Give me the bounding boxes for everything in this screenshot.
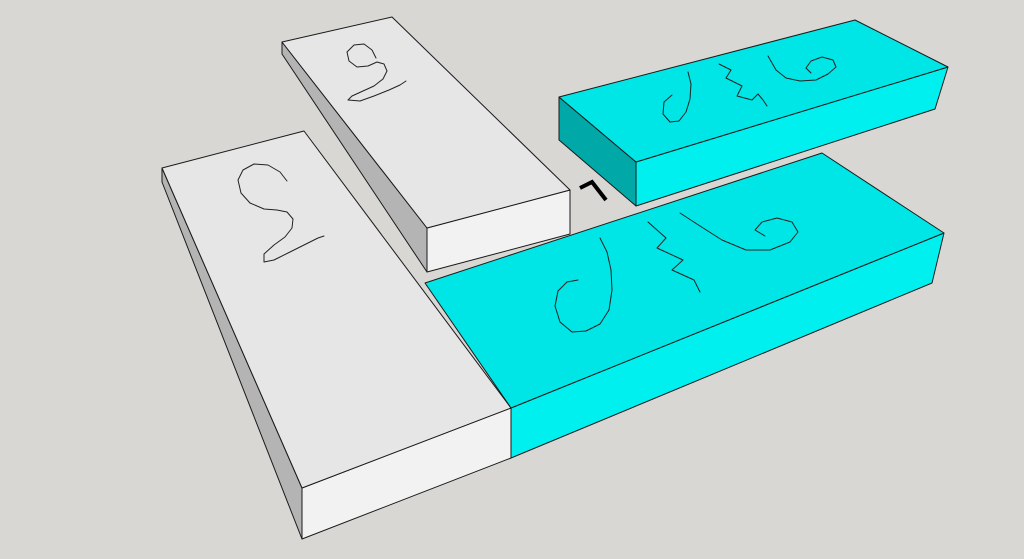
cyan-board-small-top[interactable] <box>558 19 949 163</box>
cyan-board-large-carving-hook <box>554 237 613 333</box>
cyan-board-small-carving-spiral <box>767 55 837 82</box>
cyan-board-large-carving-zigzag <box>647 221 701 293</box>
white-board-small[interactable] <box>281 16 571 273</box>
cyan-board-large-top[interactable] <box>424 152 945 409</box>
cyan-board-large-carving-spiral <box>679 212 799 251</box>
cyan-board-large[interactable] <box>424 152 945 459</box>
cyan-board-small-carving-zigzag <box>718 63 768 107</box>
cyan-board-small[interactable] <box>558 19 949 207</box>
white-board-large-carving <box>237 163 325 263</box>
cyan-board-small-carving-hook <box>662 71 692 123</box>
orbit-cursor-icon <box>579 179 608 202</box>
white-board-small-carving <box>346 43 407 102</box>
white-board-small-top[interactable] <box>281 16 571 229</box>
